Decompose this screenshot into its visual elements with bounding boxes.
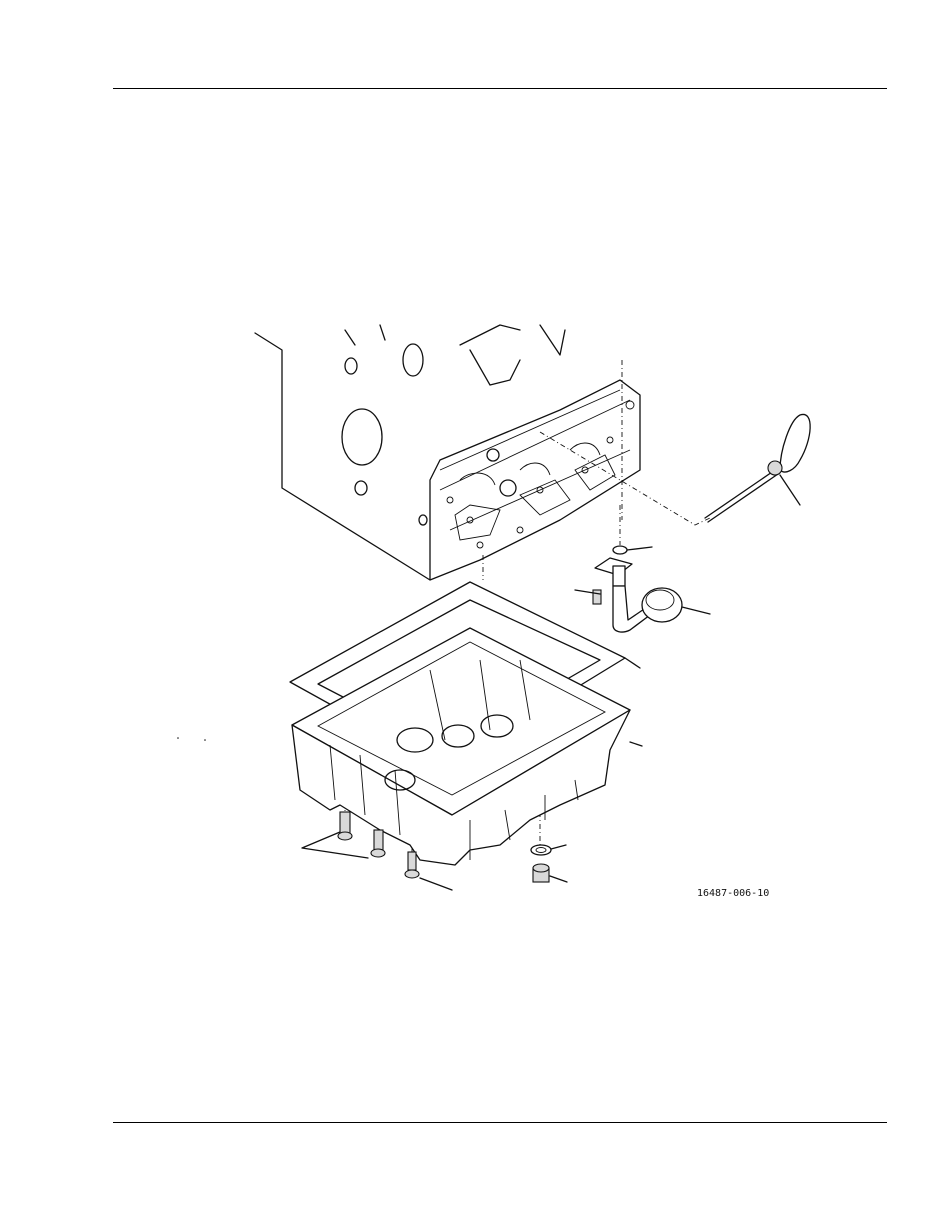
strainer-bolt (574, 589, 602, 605)
header-rule (113, 88, 887, 89)
oil-pan (291, 627, 643, 866)
pan-bolts (301, 811, 453, 891)
drain-plug (530, 844, 568, 883)
dipstick (704, 413, 811, 523)
figure-id-label: 16487-006-10 (697, 888, 769, 899)
o-ring (612, 545, 653, 555)
oil-strainer (594, 557, 711, 633)
engine-block (254, 324, 641, 581)
footer-rule (113, 1122, 887, 1123)
